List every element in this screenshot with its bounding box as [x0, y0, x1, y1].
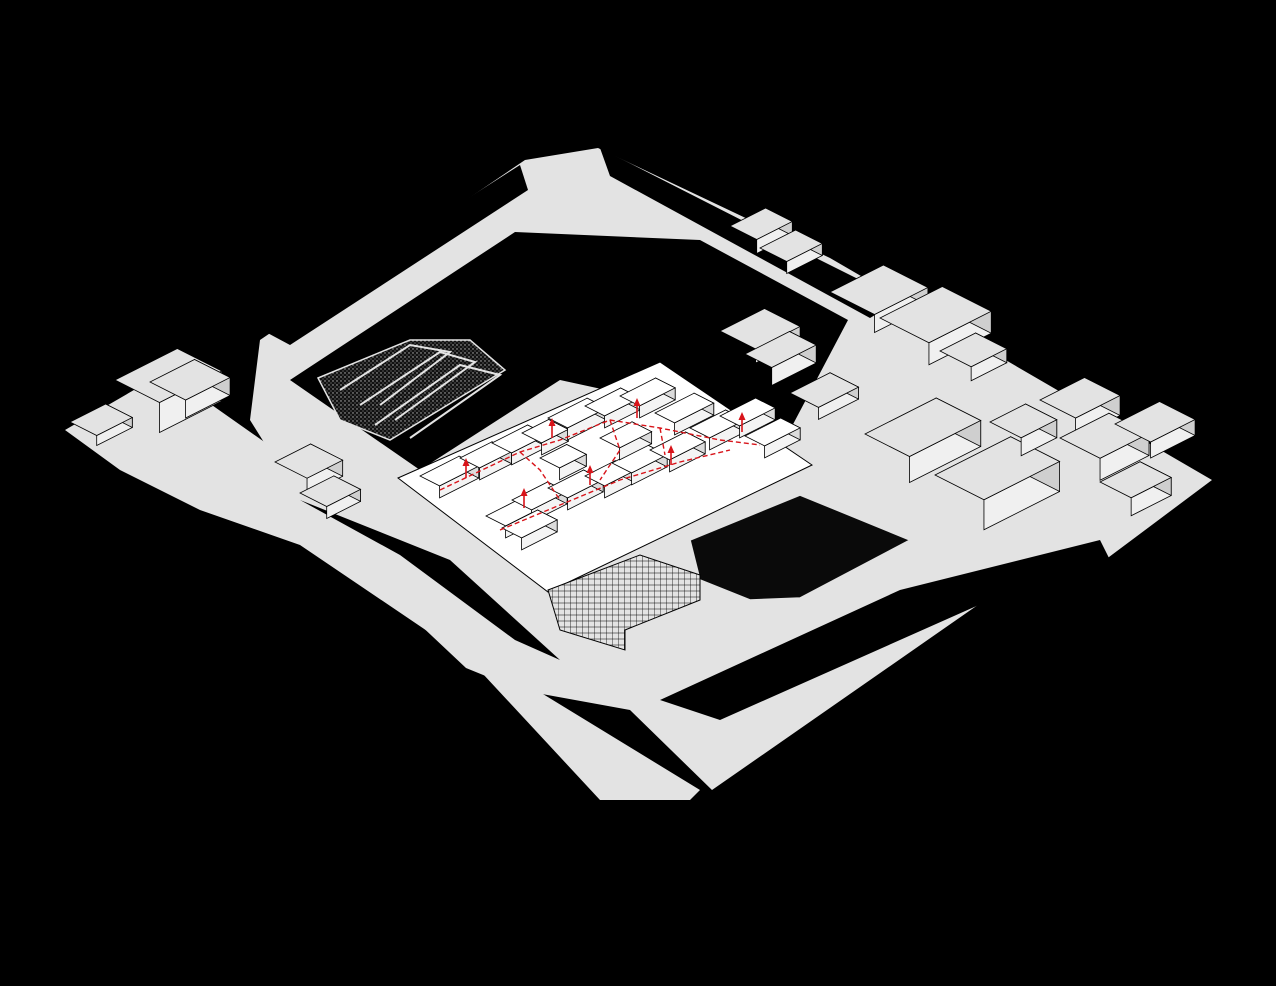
circulation-path-3: [519, 451, 561, 501]
surrounding-building-7: [744, 330, 818, 387]
circulation-path-5: [659, 427, 666, 456]
surrounding-building-14: [989, 403, 1058, 457]
surrounding-building-15-roof: [1039, 377, 1121, 419]
proposed-module-17: [649, 431, 707, 473]
vertical-arrow-2: [548, 418, 556, 438]
surrounding-building-8-roof: [789, 372, 860, 408]
glazed-building-mass: [547, 554, 701, 651]
proposed-module-10-roof: [719, 397, 777, 427]
surrounding-building-5-roof: [299, 475, 362, 507]
block-west-strip: [300, 500, 560, 660]
proposed-module-7-roof: [619, 377, 677, 407]
proposed-module-7: [619, 377, 677, 419]
surrounding-building-12: [864, 397, 982, 484]
sawtooth-ridge-2: [359, 350, 478, 421]
surrounding-building-19: [729, 207, 794, 255]
proposed-module-18-roof: [501, 509, 559, 539]
surrounding-building-8: [789, 372, 860, 421]
surrounding-building-6-roof: [719, 308, 801, 350]
surrounding-buildings: [69, 207, 1196, 531]
proposed-module-17-roof: [649, 431, 707, 461]
vertical-arrow-3: [633, 398, 641, 418]
proposed-module-11-roof: [744, 417, 802, 447]
arrow-head: [633, 398, 641, 406]
surrounding-building-3: [69, 403, 134, 447]
surrounding-building-11: [939, 332, 1008, 382]
surrounding-building-3-roof: [69, 403, 134, 436]
surrounding-building-10-roof: [879, 286, 993, 344]
vertical-arrow-5: [586, 465, 594, 485]
circulation-path-2: [499, 449, 731, 531]
surrounding-building-4-roof: [274, 443, 344, 479]
arrow-head: [738, 412, 746, 420]
arrow-head: [586, 465, 594, 473]
surrounding-building-2-roof: [149, 359, 231, 401]
proposed-module-11: [744, 417, 802, 459]
proposed-module-19-roof: [539, 444, 588, 469]
proposed-module-8: [654, 392, 715, 436]
proposed-module-8-roof: [654, 392, 715, 424]
proposed-module-20: [599, 421, 653, 461]
southwest-street-band: [65, 372, 700, 800]
surrounding-building-12-roof: [864, 397, 982, 457]
glazed-l-building: [547, 554, 701, 651]
arrow-head: [667, 445, 675, 453]
surrounding-building-11-roof: [939, 332, 1008, 368]
surrounding-building-18-roof: [1099, 461, 1173, 499]
circulation-path-4: [599, 419, 621, 481]
vertical-arrow-1: [462, 458, 470, 478]
surrounding-building-18: [1099, 461, 1173, 517]
surrounding-building-9-roof: [829, 264, 929, 315]
vertical-arrow-4: [738, 412, 746, 432]
surrounding-building-7-roof: [744, 331, 818, 368]
surrounding-building-14-roof: [989, 403, 1058, 439]
proposed-module-20-roof: [599, 421, 653, 449]
vertical-arrow-6: [667, 445, 675, 465]
sawtooth-roof-building: [316, 339, 507, 441]
arrow-head: [462, 458, 470, 466]
red-circulation-lines: [439, 419, 761, 531]
surrounding-building-19-roof: [729, 207, 794, 240]
sawtooth-roof: [316, 339, 507, 441]
arrow-head: [548, 418, 556, 426]
surrounding-building-5: [299, 475, 362, 520]
surrounding-building-20: [759, 229, 824, 275]
vertical-arrow-7: [520, 488, 528, 508]
red-vertical-arrows: [462, 398, 746, 508]
surrounding-building-20-roof: [759, 229, 824, 262]
surrounding-building-17: [1114, 400, 1196, 459]
sawtooth-ridge-3: [374, 363, 503, 439]
block-northwest-strip: [262, 165, 528, 345]
block-south-strip: [660, 540, 1110, 720]
surrounding-building-17-roof: [1114, 401, 1196, 443]
sawtooth-ridge-1: [339, 343, 453, 406]
proposed-module-10: [719, 397, 777, 439]
surrounding-building-2: [149, 358, 231, 419]
proposed-module-19: [539, 443, 588, 481]
arrow-head: [520, 488, 528, 496]
